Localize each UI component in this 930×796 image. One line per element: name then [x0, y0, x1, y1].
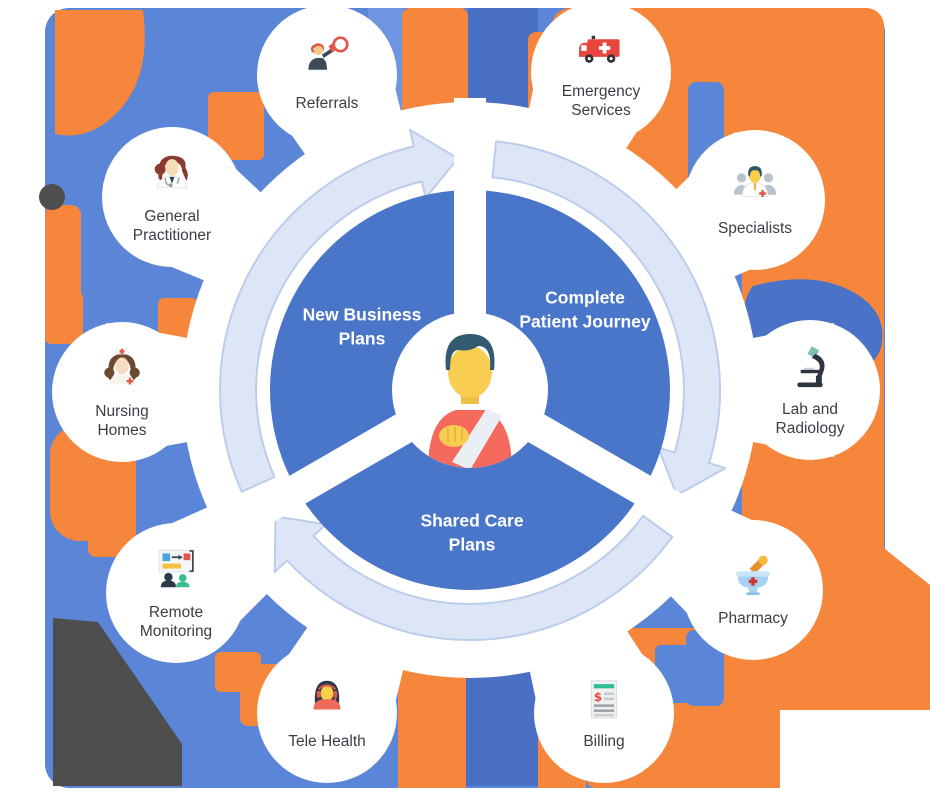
node-label: Nursing Homes [95, 402, 149, 439]
node-label: Billing [583, 733, 625, 751]
node-label: Pharmacy [718, 610, 788, 628]
node-general-practitioner: General Practitioner [102, 127, 242, 267]
node-label: Lab and Radiology [775, 400, 845, 437]
node-label: Emergency Services [561, 82, 641, 119]
cycle-divider [209, 404, 430, 550]
cycle-arrow [491, 140, 727, 497]
segment-shared-care-plans: Shared Care Plans [420, 510, 524, 554]
node-lab-and-radiology: Lab and Radiology [740, 320, 880, 460]
cycle-arrow [273, 514, 674, 641]
svg-text:$: $ [594, 690, 602, 704]
node-specialists: Specialists [685, 130, 825, 270]
node-tele-health: Tele Health [257, 643, 397, 783]
node-label: Referrals [295, 95, 359, 113]
node-label: Tele Health [288, 733, 366, 751]
node-emergency-services: Emergency Services [531, 2, 671, 142]
invoice-icon: $ [590, 680, 618, 719]
cycle-divider [454, 98, 486, 334]
cycle-arrow [219, 128, 459, 493]
node-label: Remote Monitoring [139, 603, 213, 640]
support-agent-icon [313, 681, 341, 710]
node-pharmacy: Pharmacy [683, 520, 823, 660]
care-cycle-hub: New Business Plans Complete Patient Jour… [170, 90, 770, 690]
nurse-icon [104, 347, 140, 385]
node-label: Specialists [717, 220, 793, 238]
node-billing: $ Billing [534, 643, 674, 783]
megaphone-person-icon [308, 36, 349, 71]
node-nursing-homes: Nursing Homes [52, 322, 192, 462]
segment-new-business-plans: New Business Plans [302, 304, 422, 348]
female-doctor-icon [154, 155, 188, 188]
node-label: General Practitioner [132, 207, 212, 244]
monitoring-dashboard-icon [158, 549, 194, 587]
mortar-pestle-icon [736, 555, 770, 596]
patient-icon [392, 312, 548, 468]
ambulance-icon [579, 35, 620, 63]
microscope-icon [797, 345, 825, 387]
node-remote-monitoring: Remote Monitoring [106, 523, 246, 663]
cycle-divider [510, 404, 731, 550]
node-referrals: Referrals [257, 5, 397, 145]
doctor-group-icon [733, 166, 777, 198]
segment-complete-patient-journey: Complete Patient Journey [519, 287, 651, 331]
